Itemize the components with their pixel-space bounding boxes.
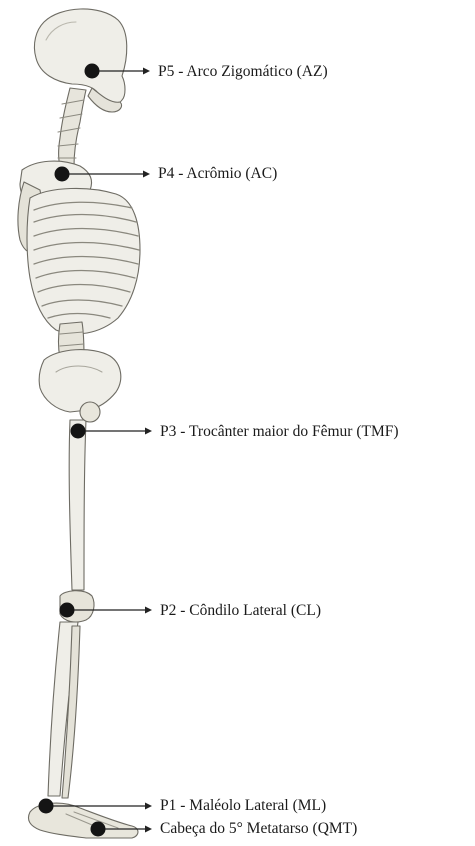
arrowhead-p5 (143, 68, 150, 75)
marker-p4 (55, 167, 70, 182)
pelvis (39, 350, 121, 412)
femur (69, 420, 86, 590)
label-p2: P2 - Côndilo Lateral (CL) (160, 603, 321, 619)
marker-p1 (39, 799, 54, 814)
marker-p5 (85, 64, 100, 79)
femoral-head (80, 402, 100, 422)
label-p1: P1 - Maléolo Lateral (ML) (160, 798, 326, 814)
label-p0: Cabeça do 5° Metatarso (QMT) (160, 821, 357, 837)
arrowhead-p2 (145, 607, 152, 614)
marker-p2 (60, 603, 75, 618)
arrowhead-p3 (145, 428, 152, 435)
cervical-spine (59, 88, 87, 166)
label-p4: P4 - Acrômio (AC) (158, 166, 277, 182)
marker-p0 (91, 822, 106, 837)
marker-p3 (71, 424, 86, 439)
label-p3: P3 - Trocânter maior do Fêmur (TMF) (160, 424, 399, 440)
arrowhead-p0 (145, 826, 152, 833)
arrowhead-p1 (145, 803, 152, 810)
arrowhead-p4 (143, 171, 150, 178)
label-p5: P5 - Arco Zigomático (AZ) (158, 64, 328, 80)
